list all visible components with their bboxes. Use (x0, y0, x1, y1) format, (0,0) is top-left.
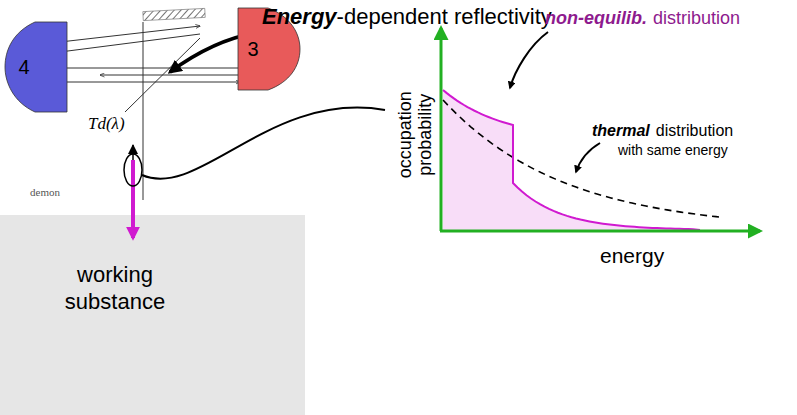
mirror-shape (5, 22, 67, 112)
callout-arrow (510, 32, 548, 88)
callout-arrow (576, 143, 600, 172)
symbol-label: Td(λ) (88, 114, 125, 134)
magenta-arrow (131, 160, 135, 238)
heading-part: -dependent reflectivity (337, 4, 552, 30)
node-label: working substance (40, 261, 190, 316)
substance-ground (0, 215, 305, 415)
callout-number: 4 (18, 55, 29, 80)
leader-curve (142, 108, 385, 179)
axis-title: occupation probability (395, 78, 435, 193)
mirror-node: 4 (5, 22, 67, 112)
callout-text: distribution (656, 122, 733, 140)
nonequilibrium-curve (443, 90, 700, 230)
callout-text: distribution (653, 8, 740, 29)
callout-text: non-equilib. (545, 8, 647, 29)
distribution-fill (443, 90, 700, 230)
axis-title: energy (600, 244, 664, 268)
mirror (143, 8, 205, 20)
thermal-curve (443, 100, 723, 217)
heading-part: Energy (262, 4, 337, 30)
ellipse-marker (124, 154, 142, 186)
x-axis (440, 230, 760, 233)
callout-text: with same energy (618, 142, 728, 158)
substance-node: working substance (30, 248, 200, 328)
callout-number: 3 (247, 37, 258, 62)
beams (60, 22, 240, 200)
part-name: demon (30, 186, 60, 198)
y-axis (440, 28, 443, 231)
callout-text: thermal (592, 122, 650, 140)
